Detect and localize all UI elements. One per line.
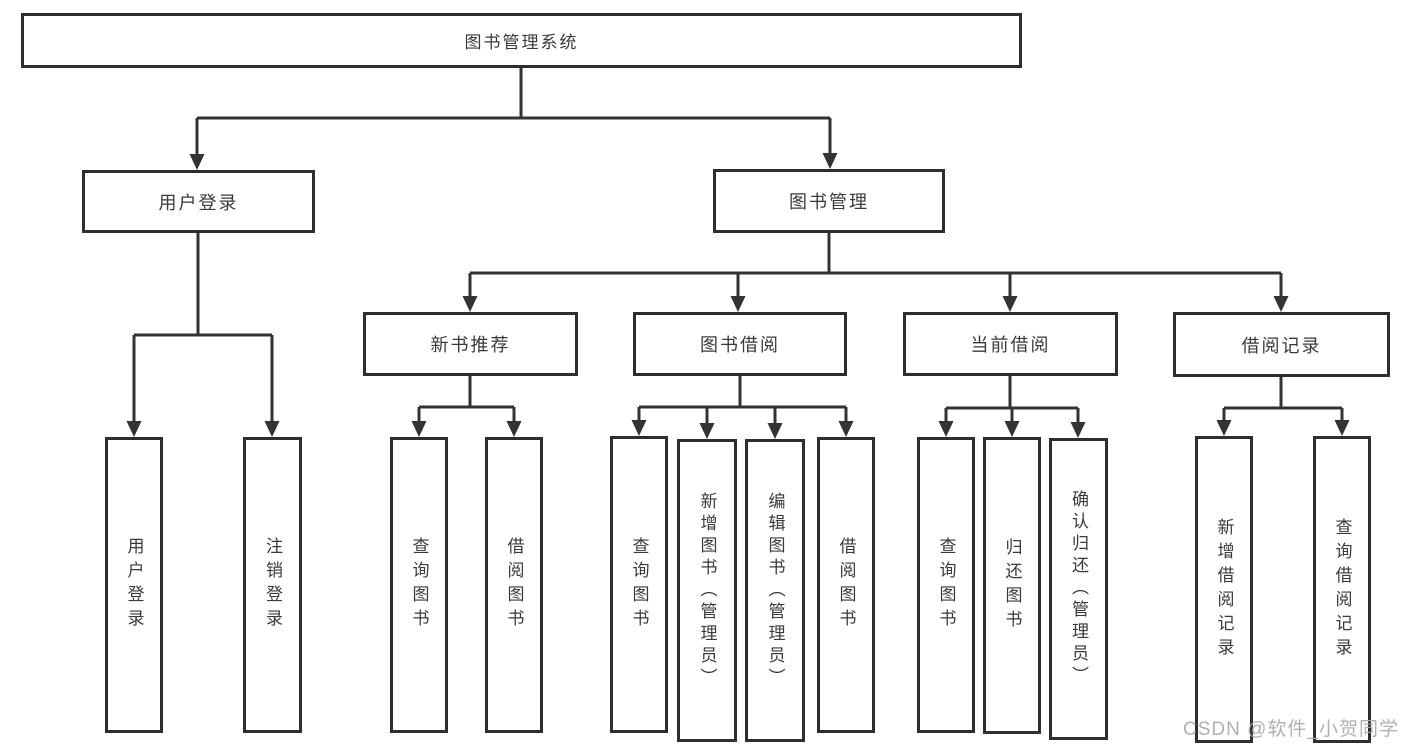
leaf-edit-books-admin: 编辑图书（管理员） [745,439,805,742]
leaf-query-books-recommend: 查询图书 [390,437,448,733]
node-book-management: 图书管理 [713,169,945,233]
leaf-query-borrow-record: 查询借阅记录 [1313,436,1371,743]
node-new-book-recommend: 新书推荐 [363,312,578,376]
leaf-borrow-books-recommend: 借阅图书 [485,437,543,733]
leaf-add-books-admin: 新增图书（管理员） [677,439,737,742]
node-current-borrowing: 当前借阅 [903,312,1118,376]
node-root-system: 图书管理系统 [21,13,1022,68]
node-book-borrowing: 图书借阅 [633,312,847,376]
leaf-user-login: 用户登录 [105,437,163,733]
leaf-confirm-return-admin: 确认归还（管理员） [1049,438,1108,740]
leaf-borrow-books-borrowing: 借阅图书 [817,437,875,733]
leaf-logout: 注销登录 [243,437,302,733]
leaf-query-books-current: 查询图书 [917,437,975,733]
leaf-return-books: 归还图书 [983,437,1041,734]
csdn-watermark: CSDN @软件_小贺同学 [1183,719,1399,740]
leaf-query-books-borrowing: 查询图书 [610,436,668,733]
node-borrow-records: 借阅记录 [1173,312,1390,377]
node-user-login: 用户登录 [82,170,315,233]
leaf-add-borrow-record: 新增借阅记录 [1195,436,1253,743]
